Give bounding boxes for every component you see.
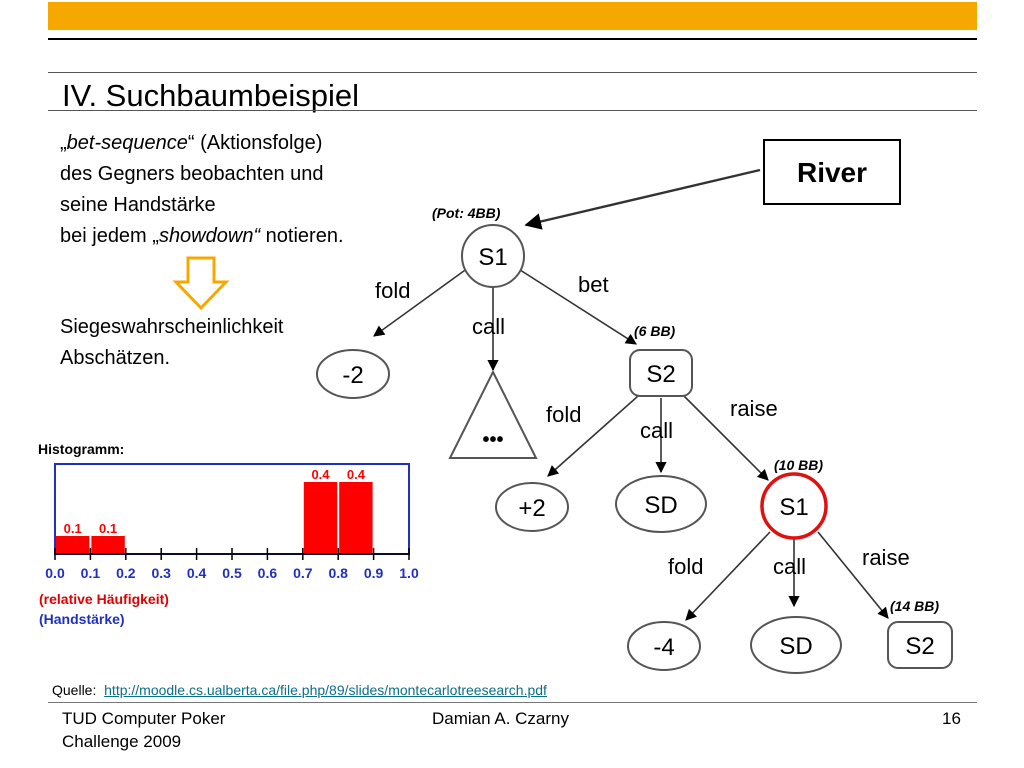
histogram-bar-label: 0.4 [347,467,366,482]
histogram-legend-strength: (Handstärke) [39,611,125,627]
histogram: Histogramm: 0.1 0.1 0.4 0.4 0.0 0.1 0.2 0.3 0.4… [38,441,419,627]
bullet-line-4: bei jedem „showdown“ notieren. [60,225,344,247]
histogram-tick-label: 0.4 [187,565,207,581]
leaf-minus-4-label: -4 [653,634,674,661]
histogram-tick-label: 0.2 [116,565,136,581]
edge-label-bet: bet [578,272,609,297]
slide-title: IV. Suchbaumbeispiel [62,78,359,113]
node-s1-current [760,472,828,540]
node-s1-root-label: S1 [478,244,507,271]
bullet-line-3: seine Handstärke [60,194,216,216]
edge-label-fold-1: fold [375,278,410,303]
leaf-minus-2 [316,349,390,399]
source-line: Quelle: http://moodle.cs.ualberta.ca/fil… [52,681,547,699]
footer-page-number: 16 [942,709,961,728]
pot-s2b-label: (14 BB) [890,598,939,614]
edge-label-call-1: call [472,314,505,339]
title-rule-top [48,72,977,73]
leaf-showdown-2-label: SD [779,633,812,660]
edge-label-fold-2: fold [546,402,581,427]
histogram-tick-label: 0.6 [258,565,278,581]
node-s1-current-label: S1 [779,494,808,521]
leaf-showdown-1-label: SD [644,492,677,519]
histogram-tick-label: 0.3 [151,565,171,581]
leaf-minus-4 [627,621,701,671]
title-rule-bottom [48,110,977,111]
leaf-showdown-1 [615,475,707,533]
histogram-bar [339,482,373,554]
subtree-dots: ••• [482,429,503,451]
histogram-bar [303,482,338,554]
header-accent-bar [48,2,977,30]
node-s2-deep [887,621,953,669]
histogram-tick-label: 0.0 [45,565,65,581]
histogram-tick-label: 0.7 [293,565,313,581]
river-label: River [797,157,867,188]
source-label: Quelle: [52,682,97,698]
histogram-tick-label: 0.9 [364,565,384,581]
header-rule [48,38,977,40]
footer-course-line-1: TUD Computer Poker [62,709,226,728]
histogram-bar-label: 0.4 [311,467,330,482]
histogram-title: Histogramm: [38,441,124,457]
histogram-legend-frequency: (relative Häufigkeit) [39,591,169,607]
leaf-plus-2 [495,482,569,532]
bullet-line-1: „bet-sequence“ (Aktionsfolge) [60,132,323,154]
node-s2-deep-label: S2 [905,633,934,660]
histogram-tick-label: 0.5 [222,565,242,581]
leaf-showdown-2 [750,616,842,674]
showdown-term: showdown“ [158,225,261,247]
river-box [763,139,901,205]
down-arrow-icon [172,256,230,311]
footer-course-line-2: Challenge 2009 [62,732,182,751]
result-line-2: Abschätzen. [60,347,171,369]
search-tree-diagram: River (Pot: 4BB) S1 fold call bet -2 •••… [316,139,953,674]
node-s1-root [461,224,525,288]
histogram-bar-label: 0.1 [64,521,82,536]
histogram-tick-label: 1.0 [399,565,419,581]
pot-s2-label: (6 BB) [634,323,676,339]
edge-label-call-3: call [773,554,806,579]
histogram-bar-label: 0.1 [99,521,117,536]
result-line-1: Siegeswahrscheinlichkeit [60,316,284,338]
bet-sequence-term: bet-sequence [66,132,188,154]
leaf-plus-2-label: +2 [518,495,545,522]
edge-label-raise-2: raise [862,545,910,570]
leaf-minus-2-label: -2 [342,362,363,389]
subtree-triangle [448,369,538,459]
pot-s1-label: (Pot: 4BB) [432,205,501,221]
edge-label-call-2: call [640,418,673,443]
pot-s1b-label: (10 BB) [774,457,823,473]
source-link[interactable]: http://moodle.cs.ualberta.ca/file.php/89… [104,682,547,698]
edge-label-fold-3: fold [668,554,703,579]
histogram-bar [56,536,90,554]
footer-rule [48,702,977,703]
footer-author: Damian A. Czarny [432,709,569,728]
histogram-tick-label: 0.1 [81,565,101,581]
node-s2 [629,349,693,397]
histogram-bar [91,536,125,554]
bullet-line-2: des Gegners beobachten und [60,163,324,185]
edge-label-raise-1: raise [730,396,778,421]
node-s2-label: S2 [646,361,675,388]
histogram-tick-label: 0.8 [328,565,348,581]
